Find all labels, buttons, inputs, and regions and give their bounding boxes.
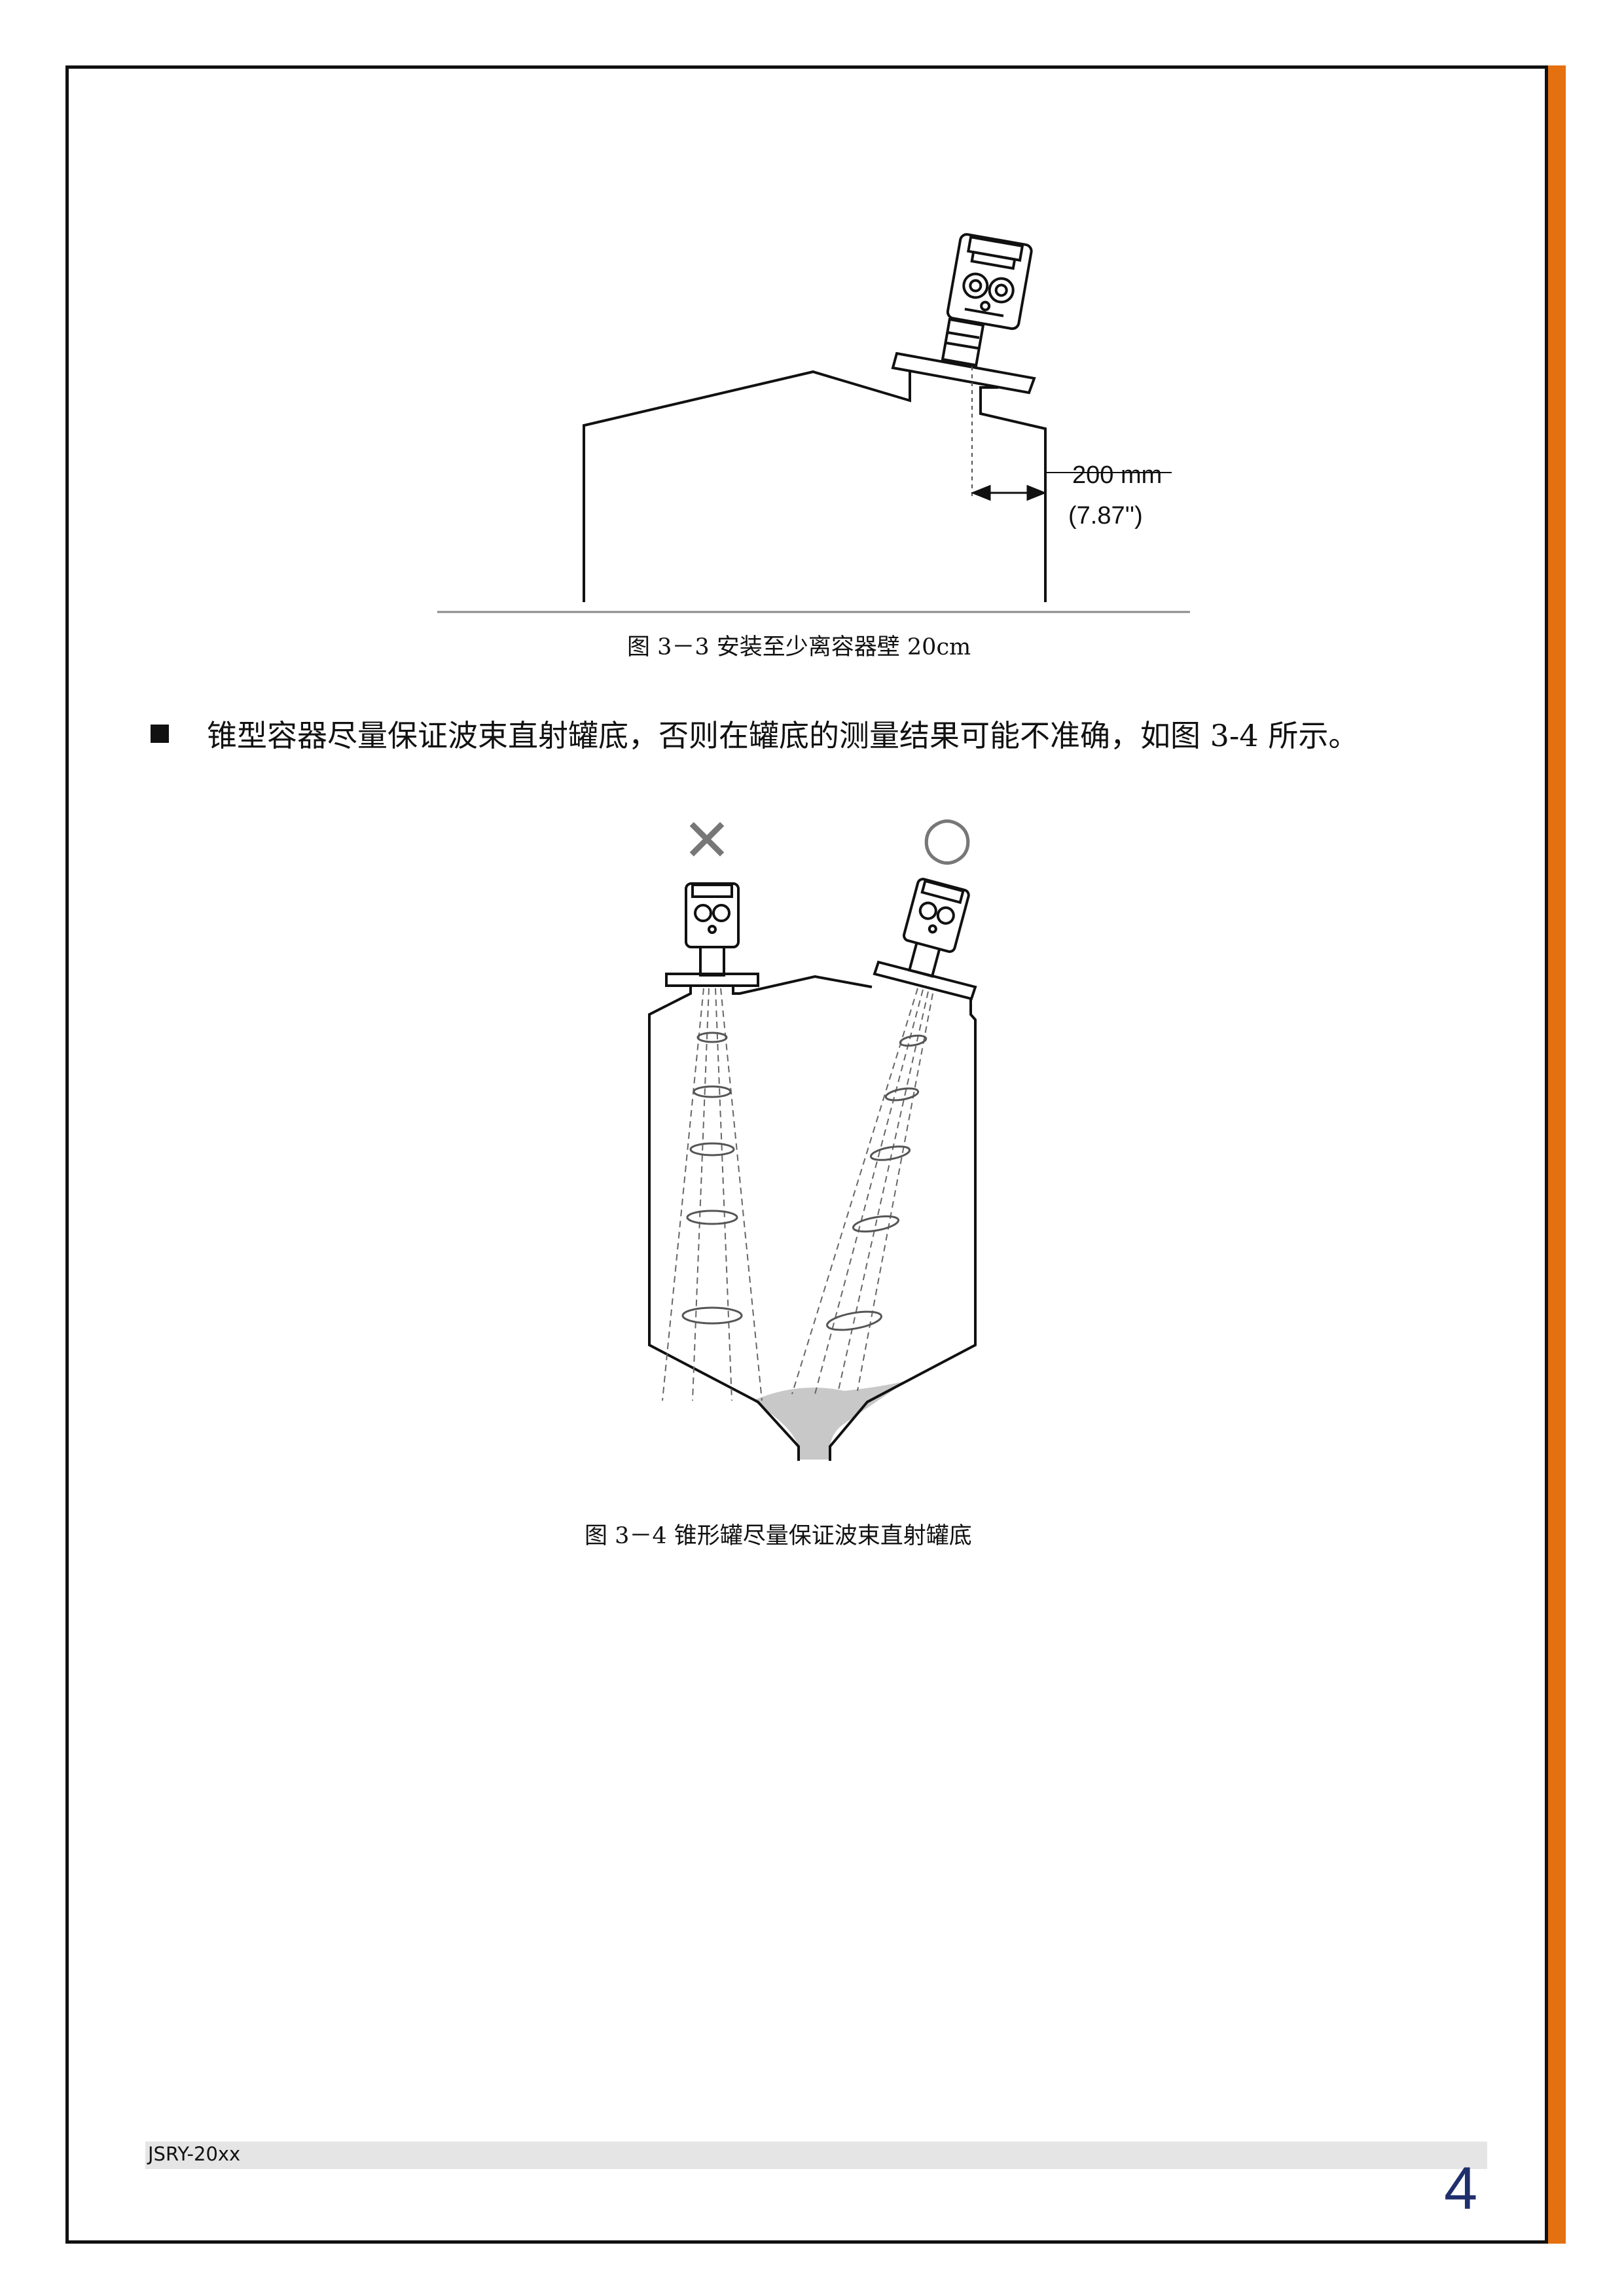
bullet-text: 锥型容器尽量保证波束直射罐底，否则在罐底的测量结果可能不准确，如图 3-4 所示… [207, 718, 1359, 753]
page-number: 4 [1444, 2155, 1478, 2222]
cone-tank-outline [648, 987, 800, 1461]
figure-3-3-caption: 图 3－3 安装至少离容器壁 20cm [627, 634, 971, 660]
figure-3-3-diagram: 200 mm (7.87'') [437, 233, 1190, 613]
wrong-mark: ✕ [682, 806, 731, 875]
bullet-square-icon [151, 725, 169, 743]
right-flange [873, 960, 977, 1001]
accent-bar [1548, 65, 1566, 2244]
right-mark: ○ [922, 805, 973, 872]
bullet-paragraph: 锥型容器尽量保证波束直射罐底，否则在罐底的测量结果可能不准确，如图 3-4 所示… [151, 712, 1358, 755]
footer-doc-code: JSRY-20xx [148, 2143, 241, 2165]
figure-3-4-caption: 图 3－4 锥形罐尽量保证波束直射罐底 [585, 1523, 972, 1549]
tank-outline [583, 368, 924, 602]
dimension-in: (7.87'') [1068, 502, 1143, 529]
footer-band [145, 2142, 1487, 2169]
figure-3-4-diagram: ✕ ○ [648, 805, 977, 1461]
page-border [65, 65, 1548, 2244]
radar-instrument [946, 233, 1033, 331]
flange [891, 351, 1036, 395]
dimension-mm: 200 mm [1072, 461, 1162, 489]
